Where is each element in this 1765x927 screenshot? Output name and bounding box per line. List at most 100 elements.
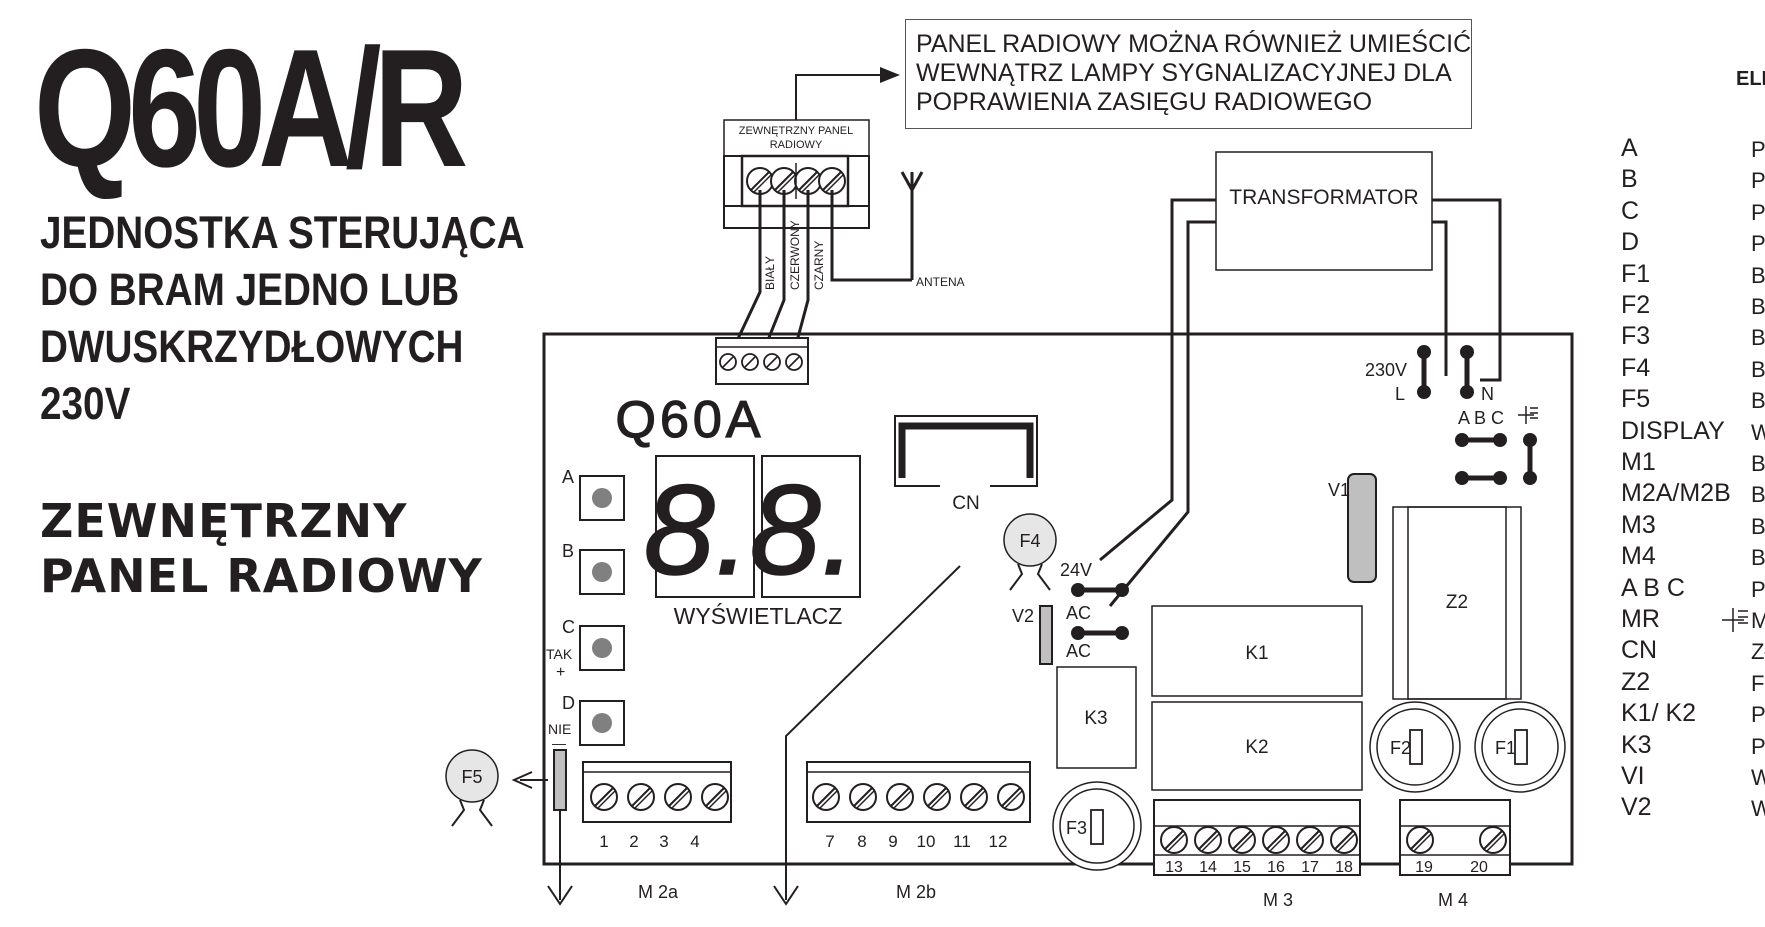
legend-description: Pr	[1751, 168, 1765, 194]
filter-z2-label: Z2	[1446, 592, 1468, 613]
subtitle-line-3: DWUSKRZYDŁOWYCH	[40, 321, 464, 372]
terminal-1: 1	[599, 832, 608, 851]
relay-k2: K2	[1151, 701, 1363, 791]
legend-description: Be	[1751, 294, 1765, 319]
external-radio-panel: ZEWNĘTRZNY PANEL RADIOWY	[723, 119, 870, 229]
varistor-v2-label: V2	[1012, 606, 1034, 626]
varistor-v1: V1	[1328, 473, 1377, 583]
button-c-caption: TAK	[546, 646, 573, 662]
note-line-2: WEWNĄTRZ LAMPY SYGNALIZACYJNEJ DLA	[916, 59, 1452, 87]
legend-code: K3	[1621, 730, 1652, 759]
legend-description: Bl	[1751, 451, 1765, 476]
legend-description: Zł	[1751, 639, 1765, 665]
fuse-f3: F3	[1052, 781, 1142, 871]
legend-code: B	[1621, 165, 1638, 194]
relay-k1: K1	[1151, 605, 1363, 697]
button-d[interactable]: D NIE —	[548, 693, 625, 751]
wire-label-black: CZARNY	[812, 241, 826, 290]
subtitle-line-4: 230V	[40, 378, 131, 429]
legend-code: VI	[1621, 762, 1645, 790]
radio-panel-label-2: RADIOWY	[770, 139, 823, 151]
legend-description: Bl	[1751, 513, 1765, 539]
filter-z2: Z2	[1392, 506, 1522, 700]
button-b[interactable]: B	[562, 541, 625, 595]
legend-code: D	[1621, 228, 1640, 257]
varistor-v2: V2	[1012, 605, 1053, 665]
legend-code: DISPLAY	[1621, 416, 1725, 445]
terminal-group-m3: M 3	[1263, 890, 1293, 910]
legend-code: A B C	[1621, 573, 1685, 602]
fuse-f2-label: F2	[1390, 738, 1411, 758]
subtitle-line-2: DO BRAM JEDNO LUB	[40, 264, 460, 315]
fuse-f4-label: F4	[1019, 531, 1040, 551]
fuse-f1: F1	[1474, 701, 1566, 793]
terminal-17: 17	[1301, 859, 1319, 876]
terminal-15: 15	[1233, 859, 1251, 876]
terminal-19: 19	[1415, 859, 1433, 876]
antenna-label: ANTENA	[916, 275, 965, 289]
panel-title-line-1: ZEWNĘTRZNY	[40, 494, 408, 548]
label-24v: 24V	[1060, 560, 1092, 580]
note-line-1: PANEL RADIOWY MOŻNA RÓWNIEŻ UMIEŚCIĆ	[916, 30, 1472, 58]
board-logo: Q60A	[616, 391, 765, 449]
legend-description: Be	[1751, 356, 1765, 382]
legend-description: W	[1751, 796, 1765, 822]
button-a[interactable]: A	[562, 467, 625, 521]
jumper-abc-label: A B C	[1458, 408, 1504, 428]
terminal-block-m2b: 7 8 9 10 11 12 M 2b	[806, 761, 1031, 902]
transformer-output-terminals: 24V AC AC	[1060, 560, 1129, 661]
subtitle-line-1: JEDNOSTKA STERUJĄCA	[40, 207, 525, 258]
terminal-12: 12	[989, 832, 1008, 851]
relay-k2-label: K2	[1245, 737, 1268, 758]
legend-description: W	[1751, 765, 1765, 790]
terminal-11: 11	[953, 832, 971, 851]
terminal-8: 8	[857, 832, 866, 851]
legend-description: M	[1751, 608, 1765, 633]
terminal-18: 18	[1335, 859, 1353, 876]
legend-code: CN	[1621, 636, 1658, 665]
button-b-label: B	[562, 541, 574, 561]
button-c[interactable]: C TAK +	[546, 617, 625, 681]
display-digit-2: 8.	[750, 459, 857, 602]
control-board	[542, 332, 1574, 866]
legend-code: F3	[1621, 322, 1651, 351]
relay-k3: K3	[1056, 666, 1137, 769]
label-ac-1: AC	[1066, 603, 1091, 623]
legend-code: M3	[1621, 510, 1656, 539]
legend-description: Be	[1751, 262, 1765, 288]
display-digit-1: 8.	[644, 459, 751, 602]
legend-code: M2A/M2B	[1621, 479, 1731, 508]
legend-code: A	[1621, 134, 1638, 162]
legend-description: Pr	[1751, 137, 1765, 162]
legend-title: ELI	[1736, 68, 1765, 90]
terminal-3: 3	[659, 832, 668, 851]
varistor-v1-label: V1	[1328, 480, 1350, 500]
legend-code: C	[1621, 196, 1640, 225]
terminal-4: 4	[690, 832, 699, 851]
terminal-group-m4: M 4	[1438, 890, 1468, 910]
legend-code: F4	[1621, 353, 1651, 382]
button-c-label: C	[562, 617, 575, 637]
legend-code: K1/ K2	[1621, 699, 1697, 728]
terminal-13: 13	[1165, 859, 1183, 876]
button-d-label: D	[562, 693, 575, 713]
fuse-f2: F2	[1369, 701, 1461, 793]
terminal-16: 16	[1267, 859, 1285, 876]
label-230v: 230V	[1365, 360, 1407, 380]
label-ac-2: AC	[1066, 641, 1091, 661]
transformer: TRANSFORMATOR	[1215, 151, 1433, 271]
button-c-sign: +	[556, 664, 565, 681]
radio-panel-label-1: ZEWNĘTRZNY PANEL	[739, 125, 854, 137]
terminal-14: 14	[1199, 859, 1217, 876]
fuse-f1-label: F1	[1495, 738, 1516, 758]
transformer-label: TRANSFORMATOR	[1229, 186, 1418, 209]
terminal-block-m2a: 1 2 3 4 M 2a	[582, 761, 732, 902]
wire-label-white: BIAŁY	[763, 256, 777, 290]
legend-code: F1	[1621, 259, 1651, 288]
terminal-group-m2b: M 2b	[896, 882, 936, 902]
legend-description: Be	[1751, 325, 1765, 351]
wire-label-red: CZERWONY	[788, 220, 802, 290]
label-l: L	[1395, 384, 1405, 404]
legend-description: Pr	[1751, 231, 1765, 257]
